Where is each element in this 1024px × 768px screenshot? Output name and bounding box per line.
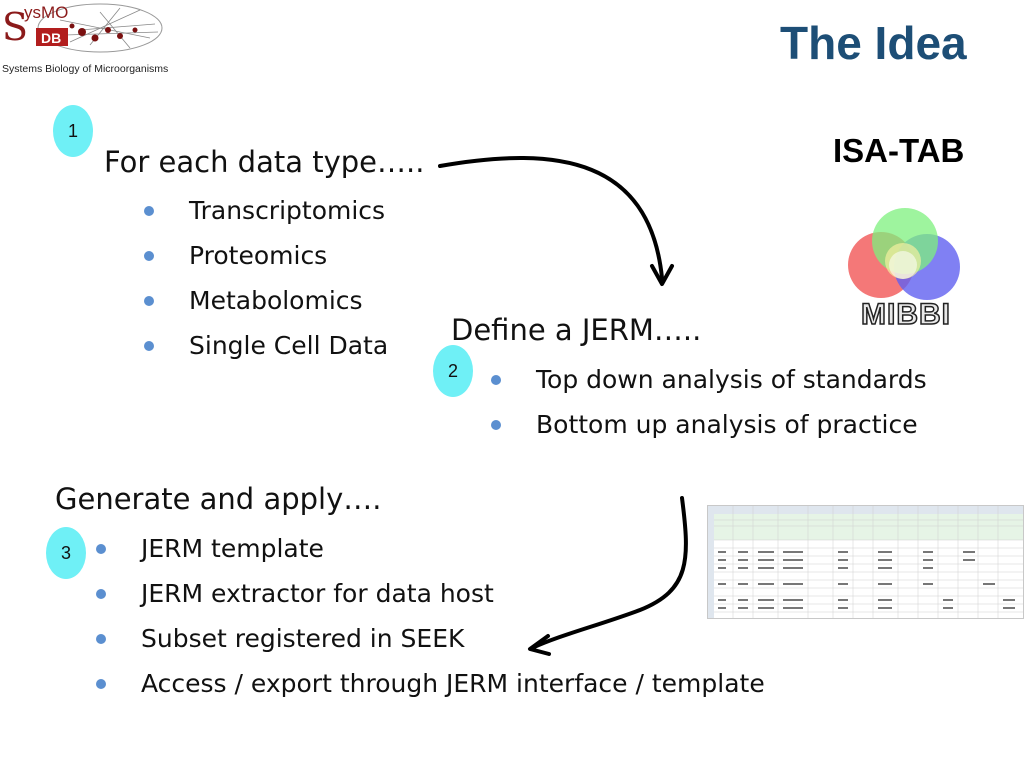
arrow-to-generate-icon: [530, 496, 688, 650]
section2-heading: Define a JERM…..: [451, 313, 702, 347]
bullet-icon: [144, 206, 154, 216]
mibbi-label: MIBBI: [860, 297, 951, 332]
list-item: Top down analysis of standards: [491, 365, 927, 410]
isa-tab-label: ISA-TAB: [833, 132, 965, 169]
bullet-icon: [491, 420, 501, 430]
list-item: JERM template: [96, 534, 765, 579]
bullet-icon: [144, 251, 154, 261]
arrow-to-jerm-icon: [438, 156, 664, 280]
list-item: Single Cell Data: [144, 331, 388, 376]
list-item: Transcriptomics: [144, 196, 388, 241]
slide-title: The Idea: [780, 17, 967, 69]
step-3-badge: 3: [46, 527, 86, 579]
bullet-icon: [96, 589, 106, 599]
bullet-icon: [96, 679, 106, 689]
section1-list: Transcriptomics Proteomics Metabolomics …: [144, 196, 388, 376]
network-logo-graphic: S DB: [2, 3, 163, 53]
svg-text:S: S: [2, 5, 28, 49]
logo-tagline: Systems Biology of Microorganisms: [2, 63, 169, 75]
list-item: Metabolomics: [144, 286, 388, 331]
svg-text:DB: DB: [41, 30, 61, 46]
list-item: JERM extractor for data host: [96, 579, 765, 624]
list-item: Proteomics: [144, 241, 388, 286]
section2-list: Top down analysis of standards Bottom up…: [491, 365, 927, 455]
bullet-icon: [144, 341, 154, 351]
step-1-badge: 1: [53, 105, 93, 157]
mibbi-logo: MIBBI: [843, 205, 968, 337]
list-item: Subset registered in SEEK: [96, 624, 765, 669]
spreadsheet-grid-graphic: [708, 506, 1023, 618]
bullet-icon: [491, 375, 501, 385]
bullet-icon: [96, 634, 106, 644]
list-item: Access / export through JERM interface /…: [96, 669, 765, 714]
bullet-icon: [96, 544, 106, 554]
sysmo-db-logo: S DB ysMO Systems Biology of Microorgani…: [0, 0, 175, 80]
bullet-icon: [144, 296, 154, 306]
section3-list: JERM template JERM extractor for data ho…: [96, 534, 765, 714]
step-2-badge: 2: [433, 345, 473, 397]
logo-ysmo-text: ysMO: [24, 3, 69, 22]
section1-heading: For each data type…..: [104, 145, 425, 179]
list-item: Bottom up analysis of practice: [491, 410, 927, 455]
section3-heading: Generate and apply….: [55, 482, 382, 516]
venn-diagram-icon: [847, 208, 965, 330]
